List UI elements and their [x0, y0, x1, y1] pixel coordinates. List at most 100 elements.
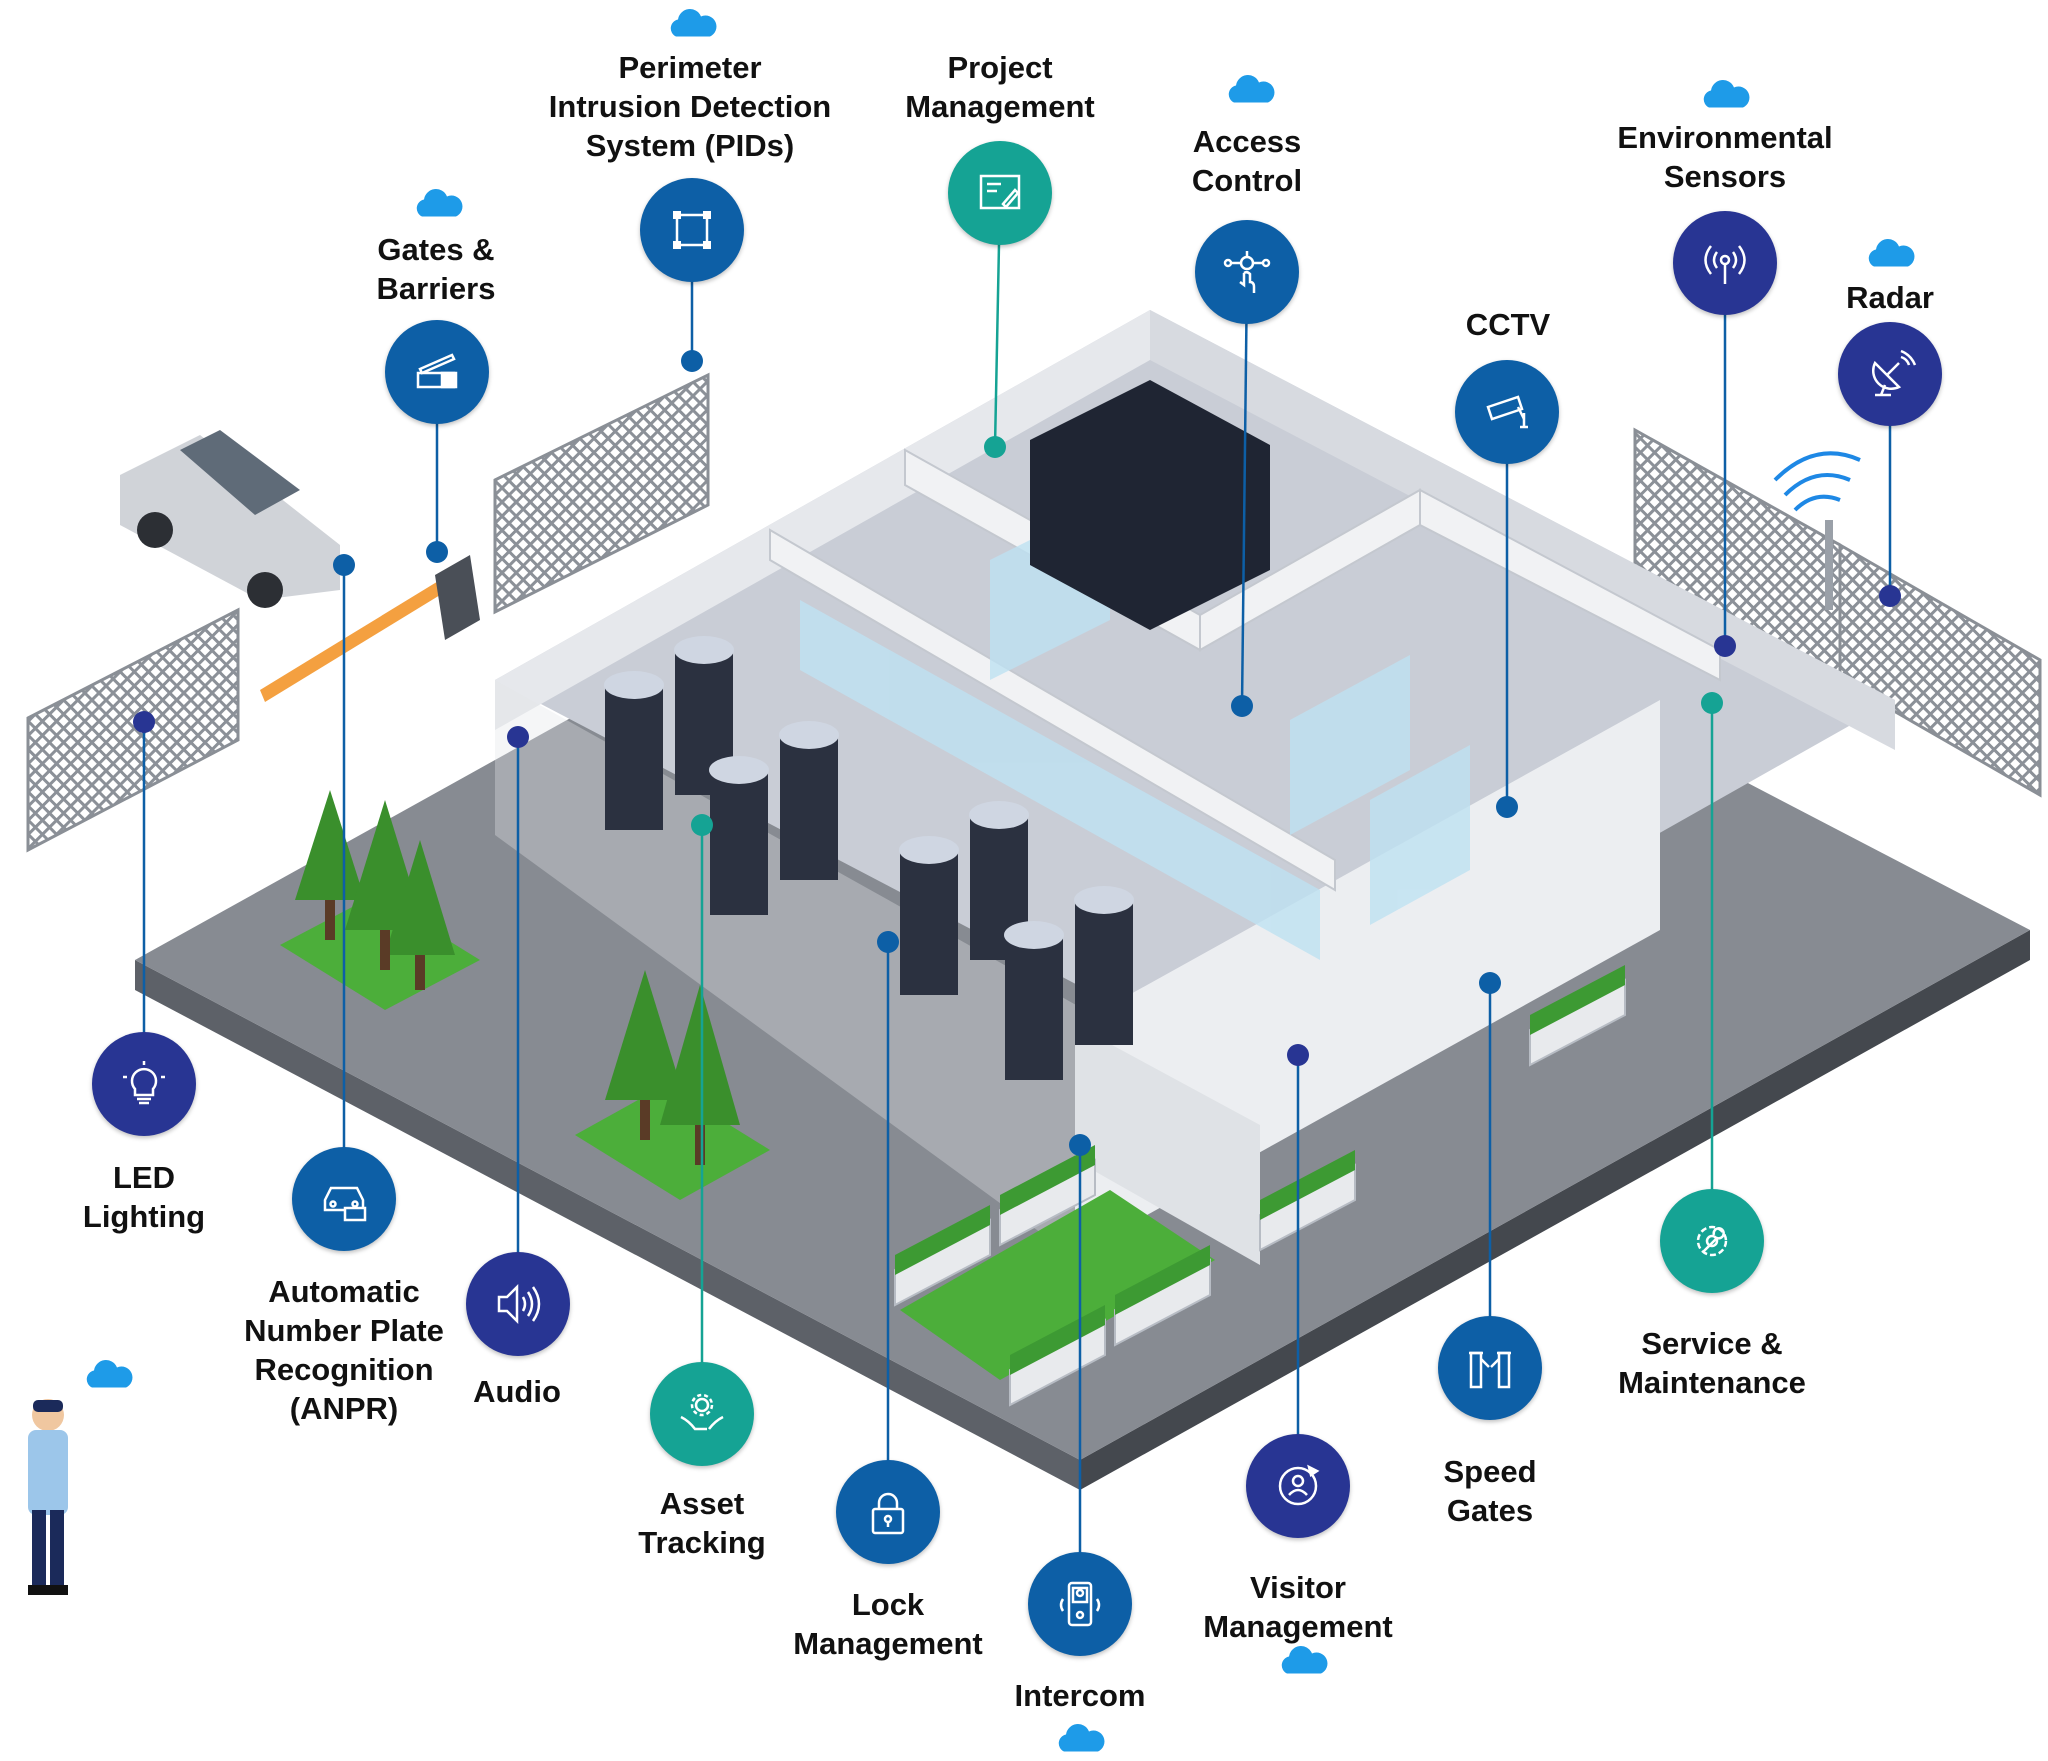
visitor-management-badge[interactable]	[1246, 1434, 1350, 1538]
visitor-icon	[1278, 1464, 1320, 1506]
trees	[280, 790, 1215, 1380]
audio-label: Audio	[473, 1372, 561, 1411]
access-control-anchor-dot	[1231, 695, 1253, 717]
asset-tracking-label-line: Asset	[659, 1486, 745, 1521]
barrier-gate	[260, 555, 480, 702]
lock-management-label-line: Lock	[851, 1587, 925, 1622]
lock-management-badge[interactable]	[836, 1460, 940, 1564]
asset-tracking-badge[interactable]	[650, 1362, 754, 1466]
radar-dish-icon	[1872, 349, 1917, 397]
car-plate-icon	[323, 1186, 367, 1222]
service-maintenance-label-line: Service &	[1641, 1326, 1783, 1361]
access-control-badge[interactable]	[1195, 220, 1299, 324]
asset-tracking-anchor-dot	[691, 814, 713, 836]
ground-slab-side-left	[135, 960, 1080, 1490]
car	[120, 430, 340, 608]
cloud-icon	[1699, 80, 1751, 115]
visitor-management-label-line: Visitor	[1250, 1570, 1346, 1605]
intercom-label-line: Intercom	[1014, 1678, 1146, 1713]
ground-slab-side-right	[1080, 930, 2030, 1490]
environmental-sensors-anchor-dot	[1714, 635, 1736, 657]
radar-post	[1825, 520, 1833, 610]
project-management-badge[interactable]	[948, 141, 1052, 245]
anpr-label-line: Automatic	[268, 1274, 420, 1309]
cloud-icon	[666, 9, 718, 44]
touch-network-icon	[1223, 251, 1271, 293]
speed-gates-anchor-dot	[1479, 972, 1501, 994]
service-maintenance-label: Service & Maintenance	[1618, 1324, 1806, 1402]
cloud-icon	[82, 1360, 134, 1395]
security-guard	[28, 1399, 68, 1595]
cctv-label-line: CCTV	[1465, 307, 1551, 342]
gates-barriers-anchor-dot	[426, 541, 448, 563]
environmental-sensors-label-line: Sensors	[1663, 159, 1787, 194]
light-bulb-icon	[123, 1061, 165, 1105]
building-back-wall-left	[495, 310, 1150, 730]
anpr-label-line: (ANPR)	[289, 1391, 399, 1426]
cctv-badge[interactable]	[1455, 360, 1559, 464]
perimeter-fence	[26, 372, 2042, 853]
speed-gates-badge[interactable]	[1438, 1316, 1542, 1420]
intercom-badge[interactable]	[1028, 1552, 1132, 1656]
gates-barriers-label: Gates & Barriers	[377, 230, 496, 308]
environmental-sensors-badge[interactable]	[1673, 211, 1777, 315]
speed-gates-label-line: Speed	[1443, 1454, 1537, 1489]
radar-label: Radar	[1846, 278, 1934, 317]
access-control-label-line: Access	[1192, 124, 1302, 159]
audio-label-line: Audio	[473, 1374, 561, 1409]
anpr-badge[interactable]	[292, 1147, 396, 1251]
visitor-management-anchor-dot	[1287, 1044, 1309, 1066]
cloud-icon	[1864, 239, 1916, 274]
blueprint-icon	[979, 174, 1021, 210]
anpr-anchor-dot	[333, 554, 355, 576]
radar-badge[interactable]	[1838, 322, 1942, 426]
led-lighting-label-line: Lighting	[82, 1199, 206, 1234]
speed-gates-label-line: Gates	[1446, 1493, 1534, 1528]
speaker-icon	[497, 1283, 541, 1325]
led-lighting-badge[interactable]	[92, 1032, 196, 1136]
visitor-management-label-line: Management	[1203, 1609, 1393, 1644]
perimeter-intrusion-detection-label-line: System (PIDs)	[585, 128, 795, 163]
access-control-label-line: Control	[1191, 163, 1303, 198]
server-racks	[604, 380, 1270, 1080]
intercom-icon	[1059, 1581, 1101, 1627]
cctv-label: CCTV	[1466, 305, 1550, 344]
cloud-icon	[1277, 1646, 1329, 1681]
wrench-gear-icon	[1696, 1225, 1728, 1257]
radar-pole	[1773, 451, 1861, 512]
project-management-label-line: Project	[947, 50, 1053, 85]
access-control-connector	[1240, 271, 1249, 707]
audio-anchor-dot	[507, 726, 529, 748]
intercom-anchor-dot	[1069, 1134, 1091, 1156]
radar-label-line: Radar	[1846, 280, 1934, 315]
hands-gear-icon	[680, 1393, 724, 1431]
service-maintenance-badge[interactable]	[1660, 1189, 1764, 1293]
perimeter-intrusion-detection-label-line: Perimeter	[618, 50, 762, 85]
cloud-icon	[1054, 1724, 1106, 1759]
gates-barriers-label-line: Barriers	[376, 271, 496, 306]
service-maintenance-label-line: Maintenance	[1618, 1365, 1806, 1400]
reception-front	[1075, 1025, 1260, 1265]
building-back-wall-right	[1150, 310, 1895, 750]
perimeter-intrusion-detection-label-line: Intrusion Detection	[548, 89, 832, 124]
audio-badge[interactable]	[466, 1252, 570, 1356]
gates-barriers-label-line: Gates &	[377, 232, 495, 267]
frame-icon	[673, 211, 711, 249]
lock-management-label-line: Management	[793, 1626, 983, 1661]
perimeter-intrusion-detection-badge[interactable]	[640, 178, 744, 282]
barrier-icon	[416, 353, 458, 389]
led-lighting-anchor-dot	[133, 711, 155, 733]
perimeter-intrusion-detection-anchor-dot	[681, 350, 703, 372]
gates-barriers-badge[interactable]	[385, 320, 489, 424]
project-management-anchor-dot	[984, 436, 1006, 458]
